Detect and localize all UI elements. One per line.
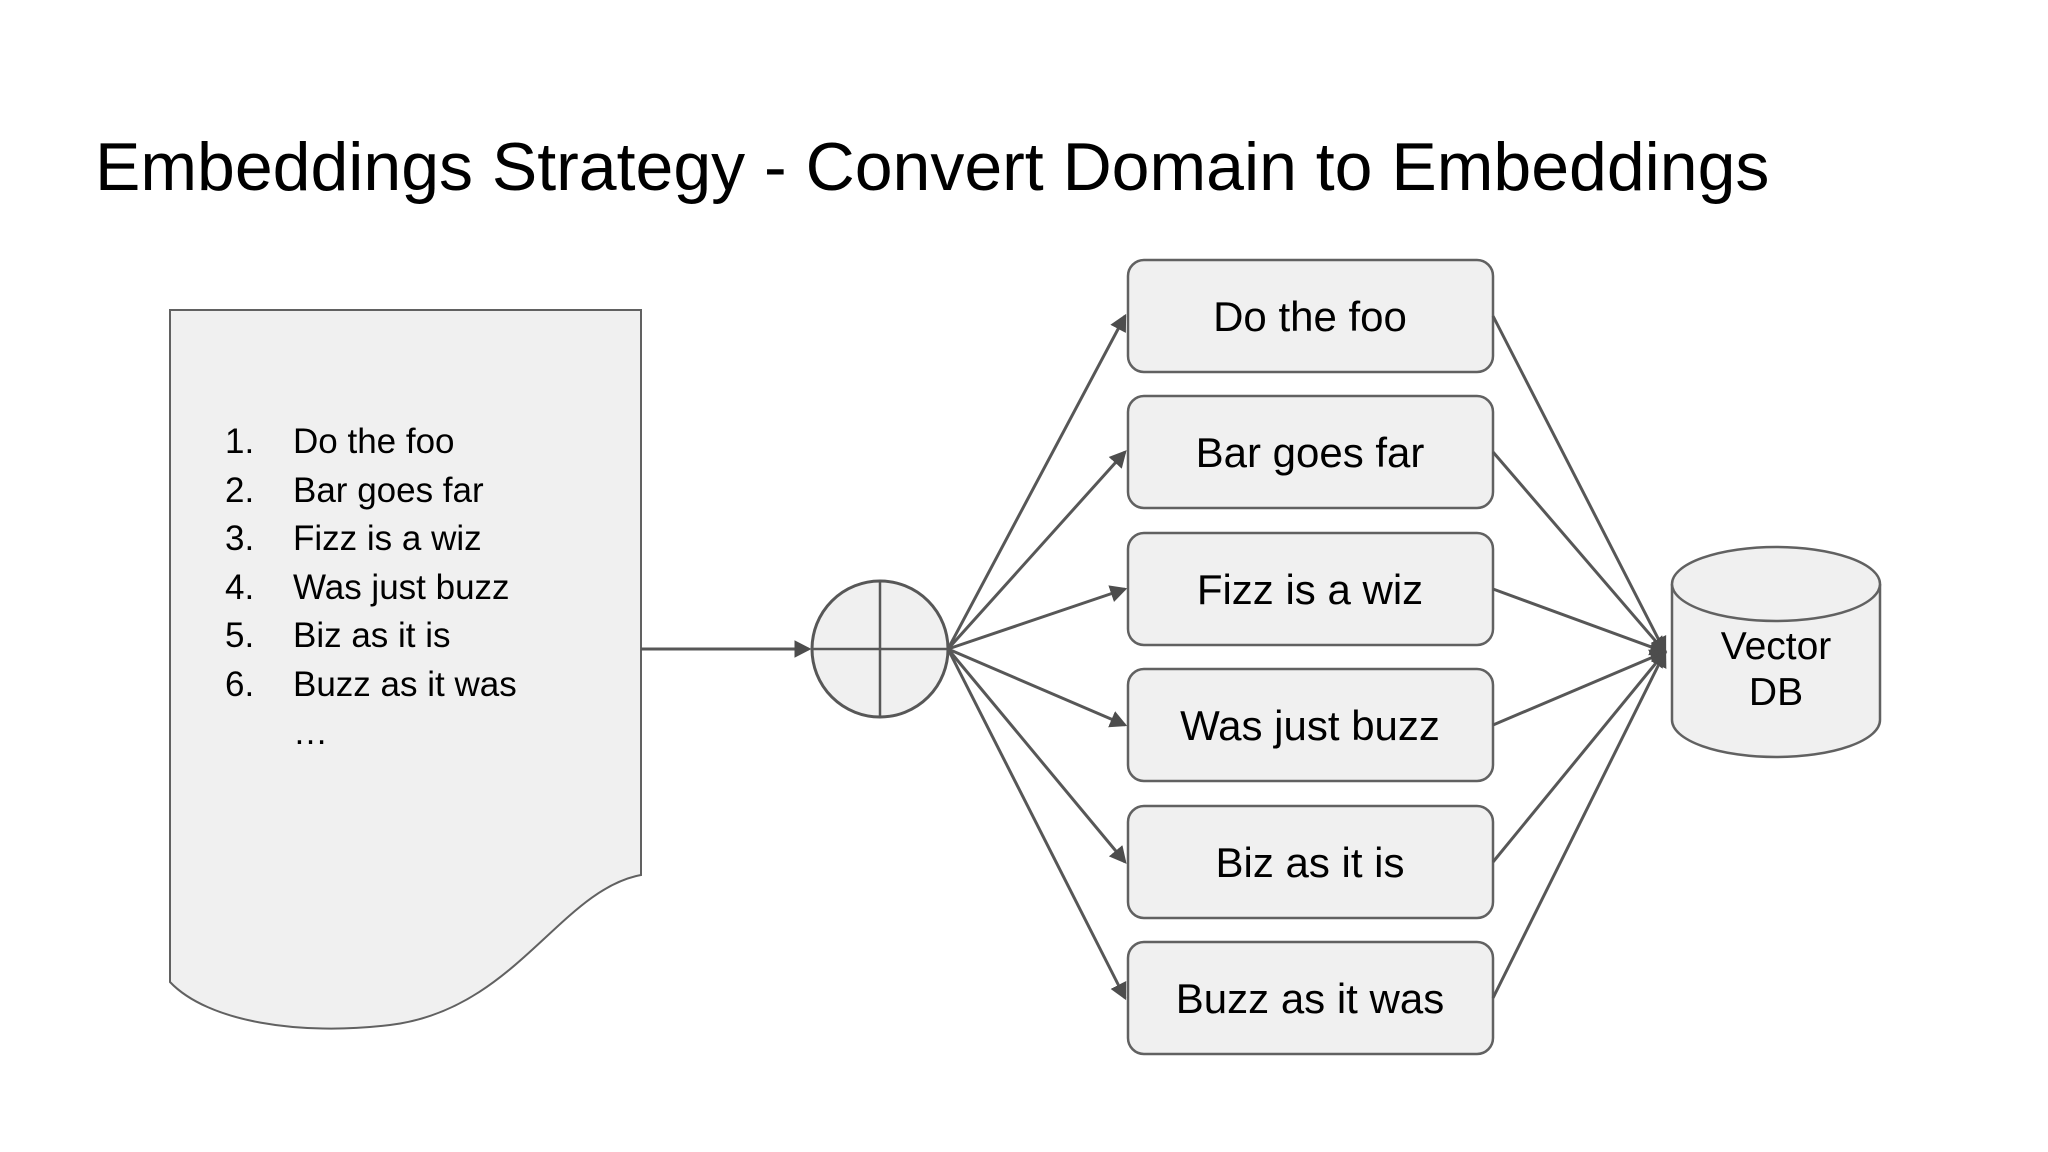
connector-encoder-to-box — [946, 648, 1127, 864]
doc-item-number: 2. — [225, 471, 254, 510]
page-title: Embeddings Strategy - Convert Domain to … — [95, 129, 1769, 205]
database-cylinder-body — [1670, 584, 1882, 759]
vector-db-label-line2: DB — [1749, 671, 1803, 714]
connector-box-to-db — [1491, 649, 1667, 999]
embedding-box: Buzz as it was — [1126, 940, 1495, 1056]
doc-item-label: Biz as it is — [293, 616, 451, 655]
source-document: 1. Do the foo 2. Bar goes far 3. Fizz is… — [169, 309, 642, 1030]
converge-connectors — [1491, 315, 1668, 999]
connector-box-to-db — [1492, 587, 1668, 656]
connector-encoder-to-box — [947, 585, 1128, 651]
connector-box-to-db — [1492, 649, 1668, 727]
doc-item-label: Buzz as it was — [293, 665, 517, 704]
embedding-box-label: Bar goes far — [1196, 429, 1425, 476]
connector-encoder-to-box — [946, 648, 1127, 1001]
connector-box-to-db — [1491, 650, 1667, 863]
embedding-box-label: Biz as it is — [1215, 839, 1404, 886]
encoder-node — [810, 579, 950, 719]
doc-item-label: Was just buzz — [293, 568, 510, 607]
connector-encoder-to-box — [946, 313, 1127, 650]
fanout-connectors — [946, 313, 1128, 1001]
embedding-boxes: Do the foo Bar goes far Fizz is a wiz Wa… — [1126, 258, 1495, 1056]
connector-encoder-to-box — [946, 450, 1127, 651]
doc-item-label: Bar goes far — [293, 471, 484, 510]
doc-item-number: 6. — [225, 665, 254, 704]
doc-item-number: 4. — [225, 568, 254, 607]
embedding-box: Was just buzz — [1126, 667, 1495, 783]
vector-db-label-line1: Vector — [1721, 625, 1832, 668]
doc-item-label: Fizz is a wiz — [293, 519, 482, 558]
doc-item-number: 1. — [225, 422, 254, 461]
database-cylinder-top — [1670, 545, 1882, 623]
embedding-box-label: Fizz is a wiz — [1197, 566, 1423, 613]
doc-item-number: 5. — [225, 616, 254, 655]
embedding-box-label: Do the foo — [1213, 293, 1407, 340]
embedding-box: Fizz is a wiz — [1126, 531, 1495, 647]
embedding-box-label: Was just buzz — [1180, 702, 1440, 749]
doc-ellipsis: … — [293, 713, 328, 752]
embedding-box-label: Buzz as it was — [1176, 975, 1444, 1022]
vector-db: Vector DB — [1670, 545, 1882, 759]
connector-box-to-db — [1491, 451, 1667, 654]
embedding-box: Bar goes far — [1126, 394, 1495, 510]
connector-box-to-db — [1491, 315, 1667, 655]
embedding-box: Biz as it is — [1126, 804, 1495, 920]
embedding-box: Do the foo — [1126, 258, 1495, 374]
connector-encoder-to-box — [947, 647, 1128, 728]
doc-item-label: Do the foo — [293, 422, 455, 461]
doc-item-number: 3. — [225, 519, 254, 558]
document-shape — [169, 309, 642, 1030]
